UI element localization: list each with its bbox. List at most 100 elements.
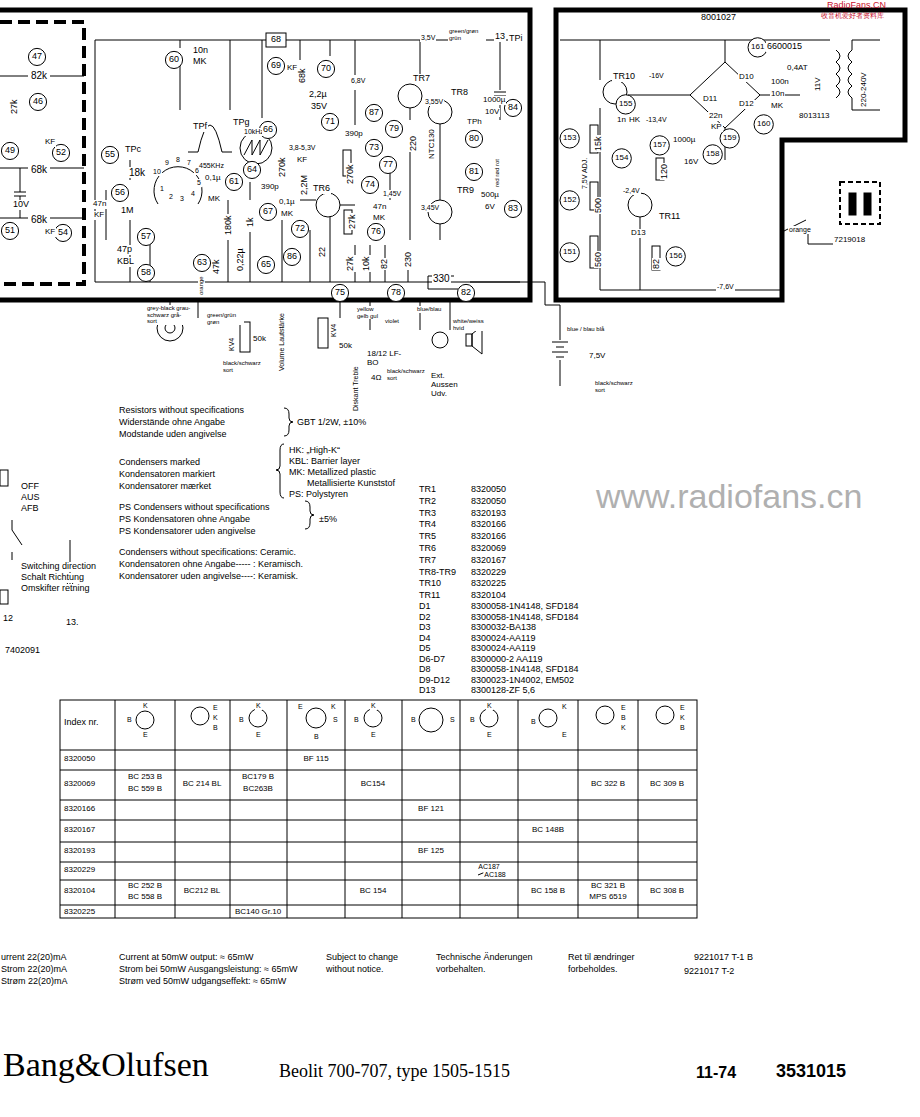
table-cell: BF 125 — [417, 847, 445, 856]
parts-list-entry: 8320050 — [470, 485, 507, 495]
callout-circle — [225, 173, 242, 190]
note-text: PS Condensers without specifications — [118, 503, 271, 513]
part-value: black/schwarz sort — [594, 380, 640, 393]
part-value: -16V — [648, 72, 665, 80]
wire — [95, 40, 96, 282]
power-supply — [560, 40, 830, 290]
part-value: TR8 — [450, 88, 469, 98]
callout-circle — [385, 120, 402, 137]
table-cell: 8320225 — [63, 908, 96, 917]
part-value: 500 — [594, 197, 604, 214]
board-outline — [0, 22, 84, 284]
part-value: 47p — [116, 245, 133, 255]
callout-number: 55 — [104, 150, 116, 160]
transistor-outline — [656, 706, 674, 724]
parts-list-entry: 8320050 — [470, 497, 507, 507]
part-value: MK — [770, 102, 784, 111]
table-cell: BC179 B — [241, 773, 275, 782]
part-value: 0,4AT — [786, 64, 809, 73]
part-value: 5 — [196, 179, 202, 187]
callout-number: 67 — [262, 207, 274, 217]
table-cell: B — [679, 724, 686, 732]
note-text: Switching direction — [20, 562, 97, 572]
part-value: 6 — [194, 167, 200, 175]
external-parts — [340, 300, 450, 330]
part-value: KF — [296, 156, 308, 165]
part-value: 13 — [494, 32, 506, 42]
callout-number: 47 — [31, 52, 43, 62]
callout-circle — [331, 284, 348, 301]
note-text: OFF — [20, 482, 40, 492]
callout-circle — [317, 60, 334, 77]
wire — [228, 182, 310, 282]
wire — [14, 168, 26, 218]
bracket — [305, 501, 314, 529]
board-outline — [864, 193, 871, 215]
table-cell: E — [297, 703, 304, 711]
callout-number: 80 — [468, 134, 480, 144]
table-cell: BC212 BL — [183, 887, 221, 896]
callout-number: 51 — [4, 226, 16, 236]
callout-circle — [283, 248, 300, 265]
callout-number: 73 — [368, 143, 380, 153]
parts-list-entry: 8300000-2 AA119 — [470, 655, 543, 665]
parts-list-entry: TR8-TR9 — [418, 568, 457, 578]
part-value: white/weiss hvid — [452, 318, 494, 331]
callout-number: 161 — [750, 43, 765, 52]
parts-list-entry: 8320166 — [470, 532, 507, 542]
note-text: KBL: Barrier layer — [288, 457, 361, 467]
callout-circle — [387, 284, 404, 301]
part-value: TR11 — [658, 212, 681, 222]
part-value: 35V — [310, 102, 328, 112]
part-value: MK — [280, 210, 294, 219]
callout-circle — [165, 51, 182, 68]
part-value: 6V — [484, 203, 496, 212]
part-value: 455KHz — [198, 162, 225, 170]
part-value: 1000µ — [482, 96, 506, 105]
part-value: HK — [628, 116, 641, 125]
parts-list-entry: 8300032-BA138 — [470, 623, 537, 633]
callout-number: 66 — [262, 125, 274, 135]
callout-circle — [560, 191, 579, 210]
table-cell: BC263B — [242, 785, 274, 794]
footer-text: 3531015 — [775, 1062, 847, 1082]
part-value: 22n — [708, 112, 723, 121]
part-value: MK — [192, 57, 208, 67]
callout-number: 54 — [57, 228, 69, 238]
part-value: blue/blau — [416, 306, 442, 313]
wire — [0, 76, 84, 218]
part-value: 3,55V — [424, 98, 444, 106]
part-value: 1000µ — [672, 136, 696, 145]
footer-text: vorbehalten. — [435, 965, 487, 975]
callout-circle — [259, 203, 276, 220]
part-value: 1,45V — [382, 190, 402, 198]
footer-text: 11-74 — [695, 1064, 737, 1082]
callout-circle — [720, 129, 739, 148]
part-value: 7,5V — [588, 352, 606, 361]
parts-list-entry: D9-D12 — [418, 676, 451, 686]
parts-list-entry: D3 — [418, 623, 432, 633]
wire — [230, 40, 500, 118]
table-cell: E — [620, 704, 627, 712]
wire — [95, 282, 520, 283]
table-cell: E — [679, 704, 686, 712]
parts-list-entry: 8300024-AA119 — [470, 634, 536, 644]
callout-circle — [243, 161, 260, 178]
callout-circle — [703, 145, 722, 164]
parts-list-entry: 8320225 — [470, 579, 507, 589]
callout-circle — [504, 99, 521, 116]
part-value: D10 — [738, 73, 755, 82]
parts-list-entry: TR6 — [418, 544, 437, 554]
part-value: 3,45V — [420, 204, 440, 212]
parts-list-entry: TR1 — [418, 485, 437, 495]
board-outline — [0, 10, 530, 300]
table-cell: E — [561, 731, 568, 739]
table-cell: E — [486, 731, 493, 739]
part-value: MK — [207, 195, 221, 204]
board-outline — [556, 10, 905, 300]
table-cell: K — [561, 703, 568, 711]
table-cell: K — [212, 714, 219, 722]
part-value: 1k — [246, 216, 256, 228]
callout-number: 65 — [260, 260, 272, 270]
power-supply — [848, 50, 852, 98]
